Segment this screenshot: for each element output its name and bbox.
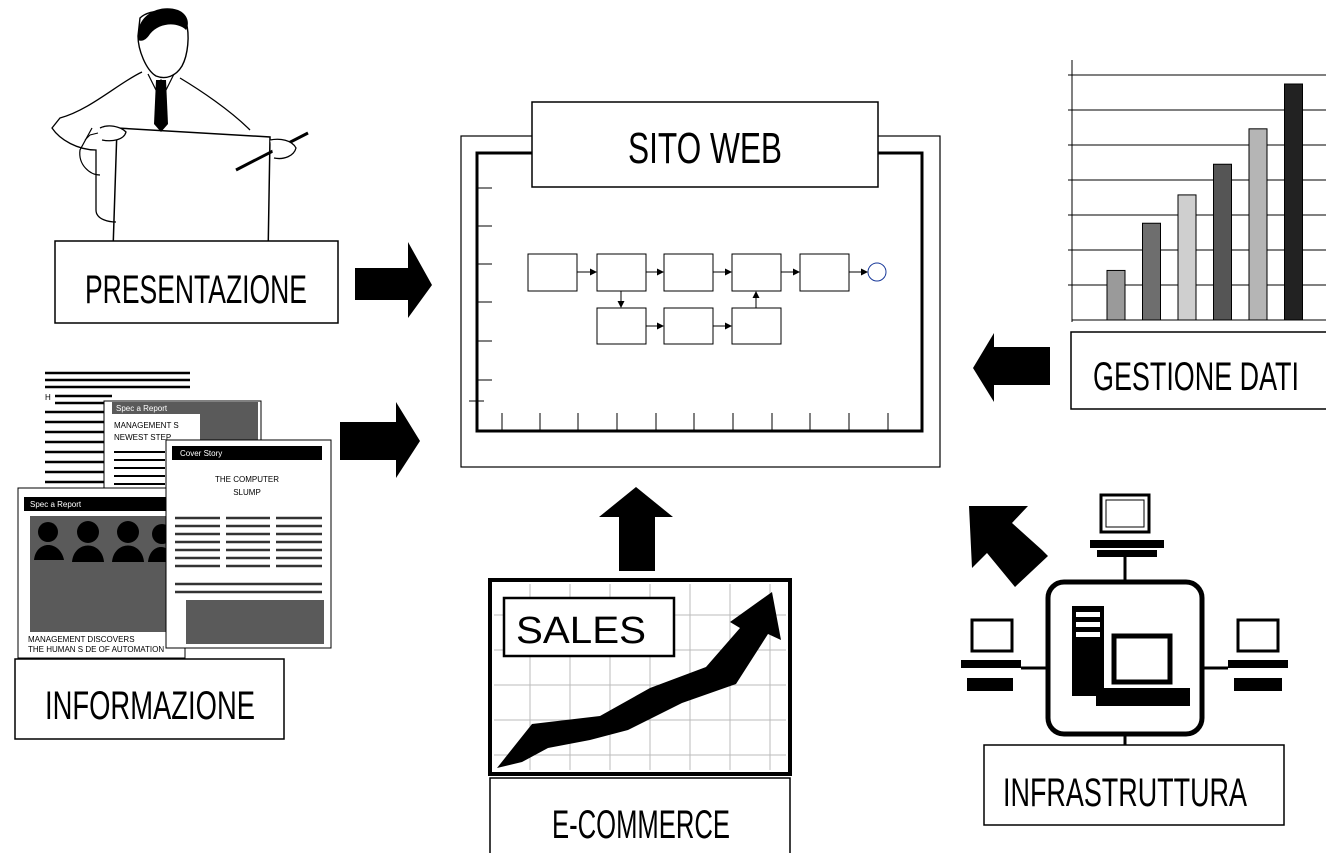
report1-line1: MANAGEMENT S bbox=[114, 421, 179, 430]
sito-web-title: SITO WEB bbox=[628, 124, 782, 173]
presentazione-box bbox=[54, 240, 339, 324]
bar-chart-illustration bbox=[1068, 60, 1326, 322]
e-commerce-box bbox=[489, 777, 791, 853]
sales-chart-illustration: SALES bbox=[488, 578, 792, 776]
arrow-informazione-to-sito bbox=[340, 402, 420, 478]
bar-6 bbox=[1284, 83, 1303, 321]
report1-line2: NEWEST STEP bbox=[114, 433, 171, 442]
caption-1: MANAGEMENT DISCOVERS bbox=[28, 635, 135, 644]
sales-sign-text: SALES bbox=[516, 610, 646, 652]
newspaper-illustration: H Spec a Report MANAGEMENT S NEWEST STEP… bbox=[17, 371, 332, 659]
presenter-illustration bbox=[51, 8, 309, 259]
network-illustration bbox=[961, 493, 1288, 746]
bar-5 bbox=[1248, 128, 1268, 321]
bar-1 bbox=[1106, 269, 1126, 321]
cover-header: Cover Story bbox=[180, 449, 222, 458]
presentazione-label: PRESENTAZIONE bbox=[85, 268, 307, 312]
gestione-dati-box bbox=[1070, 331, 1326, 410]
cover-title-2: SLUMP bbox=[233, 488, 261, 497]
informazione-label: INFORMAZIONE bbox=[45, 684, 255, 728]
bar-3 bbox=[1177, 194, 1197, 321]
sito-web-panel: SITO WEB bbox=[460, 101, 941, 468]
arrow-presentazione-to-sito bbox=[355, 242, 432, 318]
bar-4 bbox=[1213, 163, 1232, 321]
sito-web-title-box bbox=[531, 101, 879, 188]
arrow-ecommerce-to-sito bbox=[599, 487, 673, 571]
e-commerce-label: E-COMMERCE bbox=[552, 803, 730, 847]
caption-2: THE HUMAN S DE OF AUTOMATION bbox=[28, 645, 164, 654]
report1-header: Spec a Report bbox=[116, 404, 168, 413]
infrastruttura-label: INFRASTRUTTURA bbox=[1003, 771, 1247, 815]
report2-header: Spec a Report bbox=[30, 500, 82, 509]
bar-2 bbox=[1142, 222, 1161, 321]
flowchart bbox=[527, 253, 887, 345]
arrow-gestione-to-sito bbox=[973, 333, 1050, 402]
informazione-box bbox=[14, 658, 285, 740]
arrow-infrastruttura-to-sito bbox=[969, 506, 1048, 587]
cover-title-1: THE COMPUTER bbox=[215, 475, 279, 484]
gestione-dati-label: GESTIONE DATI bbox=[1093, 355, 1299, 399]
newspaper-letter: H bbox=[45, 393, 51, 402]
infrastruttura-box bbox=[983, 744, 1285, 826]
